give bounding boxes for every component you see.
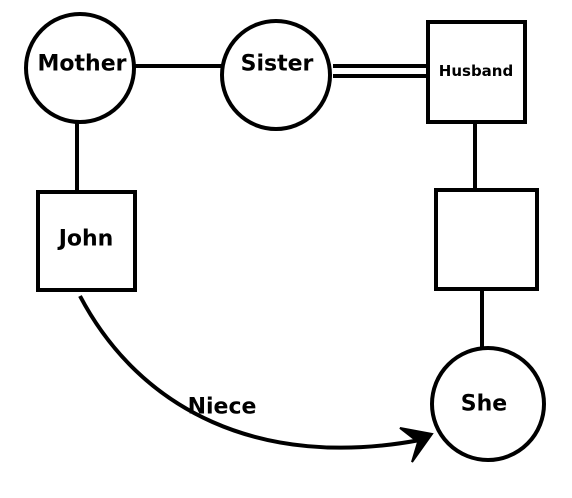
node-she-label: She <box>461 392 507 417</box>
node-sister: Sister <box>220 19 332 131</box>
edge-label-niece: Niece <box>188 395 257 420</box>
node-husband: Husband <box>426 20 527 124</box>
node-mother-shape <box>24 12 136 124</box>
node-john-shape <box>36 190 137 292</box>
node-mother-label: Mother <box>38 52 127 77</box>
arrowhead-icon <box>399 427 434 463</box>
node-mother: Mother <box>24 12 136 124</box>
node-john: John <box>36 190 137 292</box>
node-husband-shape <box>426 20 527 124</box>
node-sister-label: Sister <box>241 52 314 77</box>
node-she-shape <box>430 346 546 462</box>
node-john-label: John <box>57 227 114 252</box>
node-sister-shape <box>220 19 332 131</box>
edge-niece-arrow <box>78 295 421 450</box>
node-husband-label: Husband <box>439 62 513 80</box>
node-she: She <box>430 346 546 462</box>
node-child <box>434 188 539 291</box>
node-child-shape <box>434 188 539 291</box>
